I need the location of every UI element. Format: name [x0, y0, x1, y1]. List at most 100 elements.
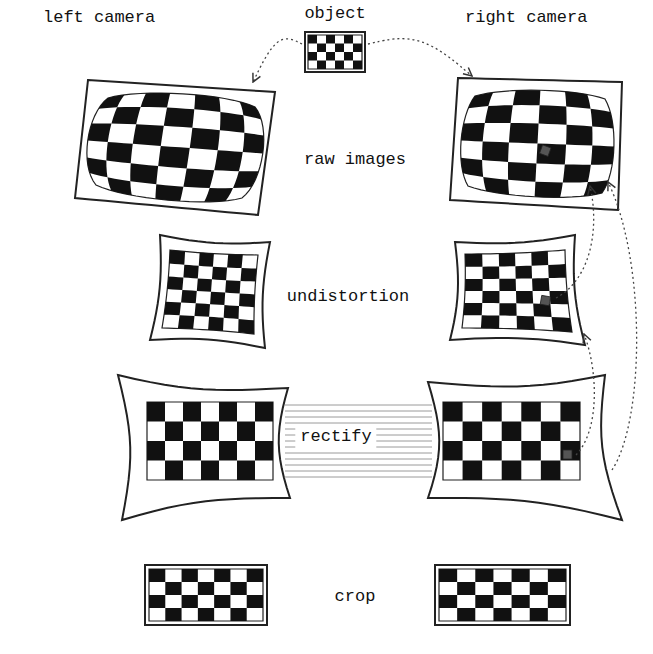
board-square	[147, 441, 165, 461]
board-square	[482, 402, 502, 422]
board-square	[158, 146, 190, 168]
board-square	[483, 177, 509, 195]
board-square	[220, 112, 244, 133]
board-square	[165, 582, 181, 595]
board-square	[548, 595, 566, 608]
image-frame	[450, 235, 585, 345]
board-square	[548, 264, 566, 278]
board-square	[164, 302, 181, 315]
board-square	[147, 402, 165, 422]
board-square	[539, 105, 567, 124]
board-square	[481, 315, 499, 328]
board-square	[532, 278, 549, 291]
board-square	[463, 422, 483, 442]
board-square	[560, 402, 580, 422]
epipolar-line	[285, 423, 432, 424]
image-area	[450, 75, 627, 210]
image-frame	[305, 32, 365, 72]
board-square	[87, 157, 107, 177]
checkerboard-images	[75, 32, 622, 625]
board-square	[541, 461, 561, 481]
board-square	[326, 35, 335, 44]
board-outline	[308, 35, 362, 69]
board-square	[183, 402, 201, 422]
board-square	[512, 569, 530, 582]
board-square	[190, 128, 220, 150]
board-square	[583, 180, 608, 196]
board-square	[243, 133, 264, 154]
board-square	[548, 569, 566, 582]
board-square	[247, 569, 263, 582]
board-square	[457, 608, 475, 621]
board-square	[499, 303, 516, 316]
image-area	[305, 32, 365, 72]
board-square	[178, 315, 195, 329]
board-square	[439, 595, 457, 608]
board-square	[219, 402, 237, 422]
board-square	[212, 267, 227, 280]
board-square	[326, 52, 335, 61]
board-outline	[162, 250, 258, 334]
feature-markers	[540, 145, 572, 459]
board-square	[530, 582, 548, 595]
board-outline	[147, 402, 273, 480]
checkerboard-image	[435, 565, 570, 625]
board-square	[482, 291, 499, 303]
board-square	[493, 582, 511, 595]
board-square	[439, 569, 457, 582]
board-square	[111, 107, 140, 124]
board-square	[443, 441, 463, 461]
board-square	[210, 292, 225, 305]
board-square	[182, 595, 198, 608]
board-square	[208, 317, 224, 331]
projection-arrow	[253, 39, 302, 82]
checkerboard-image	[305, 32, 365, 72]
board-square	[513, 90, 541, 105]
stage-label: undistortion	[282, 286, 414, 308]
board-square	[198, 608, 214, 621]
board-square	[204, 188, 233, 202]
board-square	[225, 280, 240, 293]
board-square	[499, 253, 516, 266]
board-square	[461, 158, 483, 177]
board-square	[508, 162, 536, 182]
board-square	[194, 95, 220, 112]
board-square	[317, 61, 326, 70]
board-square	[88, 124, 112, 142]
image-node: right camera	[445, 8, 630, 210]
board-square	[219, 441, 237, 461]
board-square	[468, 92, 493, 108]
board-square	[521, 402, 541, 422]
board-square	[515, 266, 532, 279]
image-node: object	[300, 4, 370, 72]
board-square	[141, 93, 171, 108]
board-square	[107, 177, 131, 195]
board-square	[181, 290, 197, 303]
board-square	[475, 569, 493, 582]
board-square	[239, 294, 255, 308]
board-outline	[87, 93, 264, 202]
board-square	[465, 254, 482, 267]
board-square	[502, 422, 522, 442]
board-outline	[439, 569, 566, 621]
epipolar-line	[285, 417, 432, 418]
board-square	[201, 461, 219, 481]
correspondence-arrows	[556, 182, 637, 470]
checkerboard-image	[150, 235, 270, 348]
board-square	[149, 569, 165, 582]
epipolar-line	[285, 471, 432, 472]
epipolar-line	[285, 405, 432, 406]
image-frame	[145, 565, 267, 625]
board-outline	[149, 569, 263, 621]
board-square	[563, 164, 591, 182]
stage-label: crop	[330, 586, 381, 608]
board-square	[512, 595, 530, 608]
board-square	[530, 608, 548, 621]
board-square	[461, 123, 485, 141]
board-square	[335, 61, 344, 70]
image-frame	[435, 565, 570, 625]
board-square	[521, 441, 541, 461]
board-square	[482, 266, 499, 278]
